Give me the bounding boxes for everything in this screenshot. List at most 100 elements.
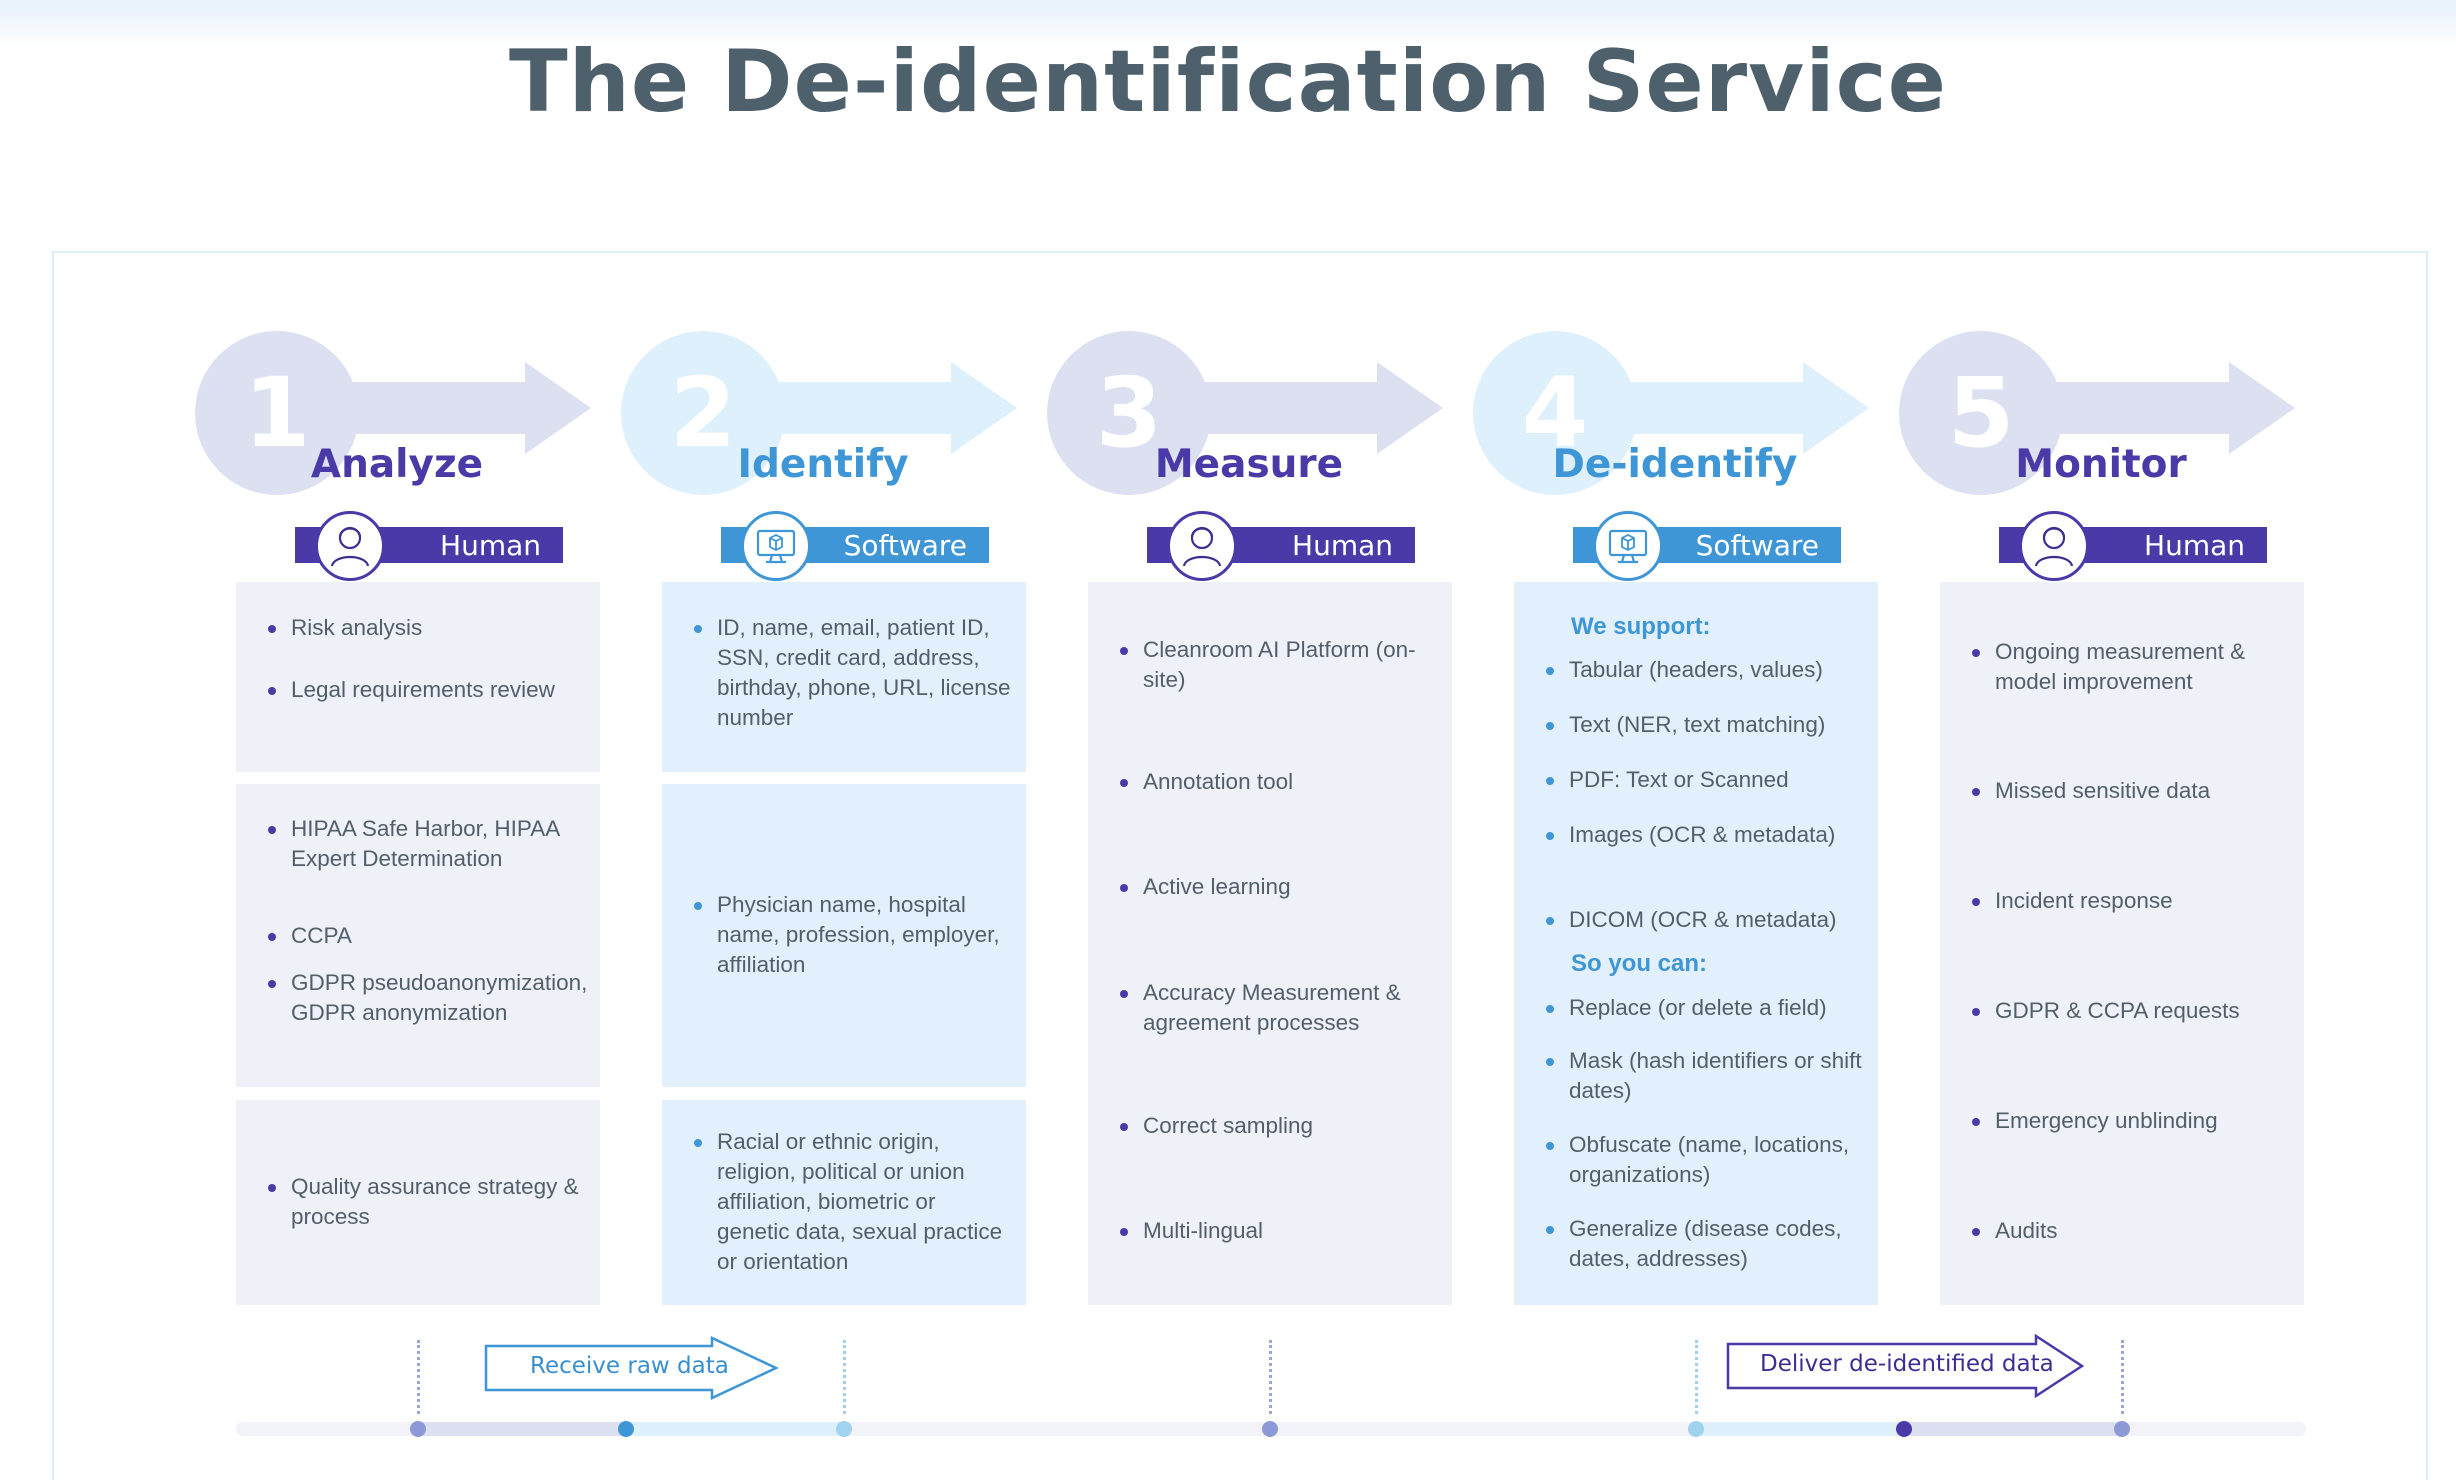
- timeline-dot: [836, 1421, 852, 1437]
- bullet-list: Quality assurance strategy & process: [236, 1172, 600, 1232]
- bullet-list: Incident response: [1940, 886, 2304, 916]
- timeline-segment: [1906, 1422, 2122, 1436]
- step-number: 2: [621, 331, 785, 495]
- bullet-list: Text (NER, text matching): [1514, 710, 1878, 740]
- bullet-list: DICOM (OCR & metadata): [1514, 905, 1878, 935]
- timeline-dot: [2114, 1421, 2130, 1437]
- step-panel: [662, 582, 1026, 772]
- bullet-list: Active learning: [1088, 872, 1452, 902]
- role-badge-label: Software: [1695, 528, 1819, 562]
- deliver-de-identified-data-label: Deliver de-identified data: [1760, 1351, 2054, 1377]
- bullet-list: HIPAA Safe Harbor, HIPAA Expert Determin…: [236, 814, 600, 874]
- step-panel: [662, 1100, 1026, 1305]
- bullet-list: Cleanroom AI Platform (on-site): [1088, 635, 1452, 695]
- timeline-connector: [1695, 1340, 1698, 1414]
- list-item: Emergency unblinding: [1940, 1106, 2304, 1136]
- step-number: 5: [1899, 331, 2063, 495]
- step-title: De-identify: [1552, 442, 1798, 487]
- bullet-list: CCPA: [236, 921, 600, 951]
- list-item: CCPA: [236, 921, 600, 951]
- bullet-list: Physician name, hospital name, professio…: [662, 890, 1026, 980]
- receive-raw-data-label: Receive raw data: [530, 1353, 729, 1379]
- list-item: GDPR & CCPA requests: [1940, 996, 2304, 1026]
- step-title: Analyze: [310, 442, 484, 487]
- timeline-segment: [1696, 1422, 1906, 1436]
- bullet-list: Multi-lingual: [1088, 1216, 1452, 1246]
- timeline-connector: [2121, 1340, 2124, 1414]
- list-item: Tabular (headers, values): [1514, 655, 1878, 685]
- timeline-dot: [618, 1421, 634, 1437]
- list-item: Obfuscate (name, locations, organization…: [1514, 1130, 1878, 1190]
- list-item: Generalize (disease codes, dates, addres…: [1514, 1214, 1878, 1274]
- bullet-list: Generalize (disease codes, dates, addres…: [1514, 1214, 1878, 1274]
- step-panel: [236, 784, 600, 1087]
- bullet-list: Obfuscate (name, locations, organization…: [1514, 1130, 1878, 1190]
- step-title: Identify: [737, 442, 909, 487]
- step-panel: [662, 784, 1026, 1087]
- bullet-list: Risk analysis: [236, 613, 600, 643]
- list-item: Mask (hash identifiers or shift dates): [1514, 1046, 1878, 1106]
- step-arrow-icon: [2049, 362, 2295, 454]
- list-item: Racial or ethnic origin, religion, polit…: [662, 1127, 1026, 1277]
- support-heading: We support:: [1571, 613, 1711, 640]
- list-item: Quality assurance strategy & process: [236, 1172, 600, 1232]
- bullet-list: PDF: Text or Scanned: [1514, 765, 1878, 795]
- list-item: Multi-lingual: [1088, 1216, 1452, 1246]
- bullet-list: Accuracy Measurement & agreement process…: [1088, 978, 1452, 1038]
- step-panel: [1514, 582, 1878, 1305]
- list-item: Physician name, hospital name, professio…: [662, 890, 1026, 980]
- role-badge-label: Human: [1292, 528, 1393, 562]
- step-panel: [236, 1100, 600, 1305]
- timeline-dot: [410, 1421, 426, 1437]
- step-arrow-icon: [771, 362, 1017, 454]
- bullet-list: Annotation tool: [1088, 767, 1452, 797]
- timeline-dot: [1262, 1421, 1278, 1437]
- bullet-list: Images (OCR & metadata): [1514, 820, 1878, 850]
- step-number: 3: [1047, 331, 1211, 495]
- can-heading: So you can:: [1571, 950, 1708, 977]
- list-item: ID, name, email, patient ID, SSN, credit…: [662, 613, 1026, 733]
- list-item: Ongoing measurement & model improvement: [1940, 637, 2304, 697]
- bullet-list: Correct sampling: [1088, 1111, 1452, 1141]
- bullet-list: ID, name, email, patient ID, SSN, credit…: [662, 613, 1026, 733]
- step-title: Monitor: [2015, 442, 2187, 487]
- list-item: Annotation tool: [1088, 767, 1452, 797]
- step-panel: [1940, 582, 2304, 1305]
- bullet-list: Replace (or delete a field): [1514, 993, 1878, 1023]
- deliver-data-arrow: Deliver de-identified data: [1726, 1333, 2086, 1399]
- step-panel: [236, 582, 600, 772]
- list-item: DICOM (OCR & metadata): [1514, 905, 1878, 935]
- bullet-list: Ongoing measurement & model improvement: [1940, 637, 2304, 697]
- step-title: Measure: [1154, 442, 1344, 487]
- bullet-list: Mask (hash identifiers or shift dates): [1514, 1046, 1878, 1106]
- bullet-list: Emergency unblinding: [1940, 1106, 2304, 1136]
- bullet-list: Tabular (headers, values): [1514, 655, 1878, 685]
- list-item: Accuracy Measurement & agreement process…: [1088, 978, 1452, 1038]
- timeline-connector: [843, 1340, 846, 1414]
- receive-raw-data-arrow: Receive raw data: [484, 1336, 780, 1400]
- list-item: Risk analysis: [236, 613, 600, 643]
- step-arrow-icon: [1623, 362, 1869, 454]
- list-item: PDF: Text or Scanned: [1514, 765, 1878, 795]
- list-item: GDPR pseudoanonymization, GDPR anonymiza…: [236, 968, 600, 1028]
- list-item: Audits: [1940, 1216, 2304, 1246]
- bullet-list: GDPR & CCPA requests: [1940, 996, 2304, 1026]
- bullet-list: Audits: [1940, 1216, 2304, 1246]
- person-icon: [2019, 511, 2089, 581]
- list-item: Text (NER, text matching): [1514, 710, 1878, 740]
- receive-arrow-shape: [484, 1336, 779, 1400]
- deliver-arrow-shape: [1726, 1333, 2085, 1399]
- role-badge-label: Human: [2144, 528, 2245, 562]
- bullet-list: Legal requirements review: [236, 675, 600, 705]
- step-number: 1: [195, 331, 359, 495]
- list-item: Images (OCR & metadata): [1514, 820, 1878, 850]
- timeline-segment: [418, 1422, 626, 1436]
- page-title: The De-identification Service: [508, 32, 1947, 132]
- list-item: Legal requirements review: [236, 675, 600, 705]
- header-background: [0, 0, 2456, 48]
